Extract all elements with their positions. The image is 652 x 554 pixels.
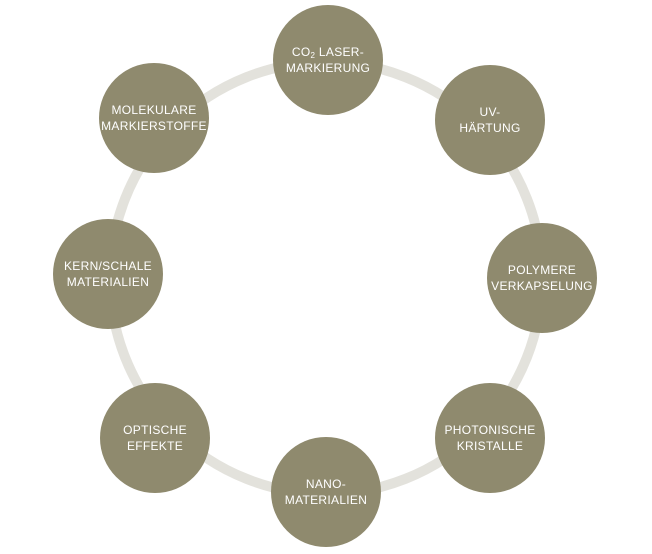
node-optische-effekte: OPTISCHE EFFEKTE <box>100 383 210 493</box>
node-label-line2: EFFEKTE <box>126 439 184 453</box>
node-photonische-kristalle: PHOTONISCHE KRISTALLE <box>435 383 545 493</box>
node-label-line1: MOLEKULARE <box>111 103 197 117</box>
node-label-line2: HÄRTUNG <box>459 121 521 135</box>
node-label-line1: UV- <box>479 105 501 119</box>
node-kern-schale-materialien: KERN/SCHALE MATERIALIEN <box>53 219 163 329</box>
node-label-line2: MARKIERUNG <box>285 61 371 75</box>
node-molekulare-markierstoffe: MOLEKULARE MARKIERSTOFFE <box>99 63 209 173</box>
node-label-line2: KRISTALLE <box>456 439 524 453</box>
node-label-line2: MATERIALIEN <box>284 493 368 507</box>
node-label-line1: POLYMERE <box>507 263 577 277</box>
node-nano-materialien: NANO- MATERIALIEN <box>271 437 381 547</box>
node-label-line1: NANO- <box>305 477 347 491</box>
node-label-line1: CO2 LASER- <box>291 45 365 60</box>
node-label-line2: VERKAPSELUNG <box>491 279 593 293</box>
node-label-line1: OPTISCHE <box>123 423 187 437</box>
node-co2-laser-markierung: CO2 LASER- MARKIERUNG <box>273 5 383 115</box>
node-label-line2: MARKIERSTOFFE <box>101 119 207 133</box>
node-uv-haertung: UV- HÄRTUNG <box>435 65 545 175</box>
node-label-line2: MATERIALIEN <box>66 275 150 289</box>
node-polymere-verkapselung: POLYMERE VERKAPSELUNG <box>487 223 597 333</box>
node-label-line1: KERN/SCHALE <box>64 259 152 273</box>
node-label-line1: PHOTONISCHE <box>444 423 536 437</box>
